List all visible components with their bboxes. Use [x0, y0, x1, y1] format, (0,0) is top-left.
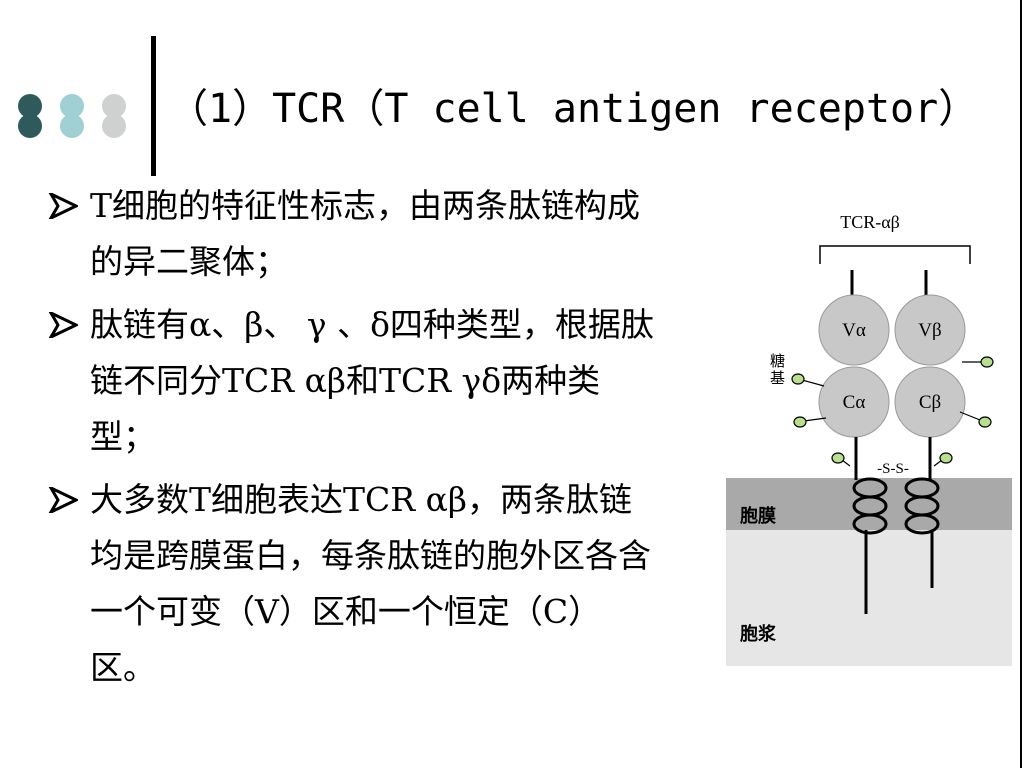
- dot-dark-teal: [18, 94, 42, 138]
- transmembrane-helices: [852, 477, 940, 535]
- v-beta-label: Vβ: [918, 320, 941, 341]
- bullet-list: T细胞的特征性标志，由两条肽链构成的异二聚体； 肽链有α、β、 γ 、δ四种类型…: [48, 178, 658, 703]
- cytoplasm-region: [726, 530, 1012, 666]
- membrane-label: 胞膜: [740, 505, 776, 527]
- tcr-diagram: TCR-αβ Vα Vβ Cα Cβ 糖基 -S-S- 胞膜 胞浆: [726, 212, 1012, 666]
- slide-title: （1）TCR（T cell antigen receptor）: [168, 86, 979, 132]
- dot-grey: [102, 94, 126, 138]
- c-beta-label: Cβ: [919, 392, 941, 413]
- v-alpha-label: Vα: [842, 320, 866, 341]
- tcr-ab-label: TCR-αβ: [840, 212, 900, 232]
- title-divider-bar: [151, 36, 156, 176]
- v-beta-domain: [894, 294, 966, 366]
- arrow-bullet-icon: [48, 193, 78, 219]
- arrow-bullet-icon: [48, 312, 78, 338]
- v-alpha-domain: [818, 294, 890, 366]
- sugar-label: 糖基: [770, 352, 785, 387]
- bullet-item: 肽链有α、β、 γ 、δ四种类型，根据肽链不同分TCR αβ和TCR γδ两种类…: [48, 297, 658, 465]
- sugar-groups: [791, 356, 994, 467]
- c-alpha-domain: [818, 366, 890, 438]
- bracket: [819, 245, 971, 264]
- dot-light-teal: [60, 94, 84, 138]
- bullet-item: T细胞的特征性标志，由两条肽链构成的异二聚体；: [48, 178, 658, 290]
- membrane-region: [726, 478, 1012, 530]
- right-edge-rule: [1020, 0, 1022, 768]
- bullet-item: 大多数T细胞表达TCR αβ，两条肽链均是跨膜蛋白，每条肽链的胞外区各含一个可变…: [48, 472, 658, 696]
- c-alpha-label: Cα: [843, 392, 866, 413]
- decorative-dots: [18, 94, 126, 138]
- cytoplasm-label: 胞浆: [740, 623, 777, 645]
- disulfide-label: -S-S-: [877, 461, 909, 477]
- bullet-text: T细胞的特征性标志，由两条肽链构成的异二聚体；: [90, 186, 641, 281]
- bullet-text: 大多数T细胞表达TCR αβ，两条肽链均是跨膜蛋白，每条肽链的胞外区各含一个可变…: [90, 480, 651, 687]
- bullet-text: 肽链有α、β、 γ 、δ四种类型，根据肽链不同分TCR αβ和TCR γδ两种类…: [90, 305, 654, 456]
- arrow-bullet-icon: [48, 487, 78, 513]
